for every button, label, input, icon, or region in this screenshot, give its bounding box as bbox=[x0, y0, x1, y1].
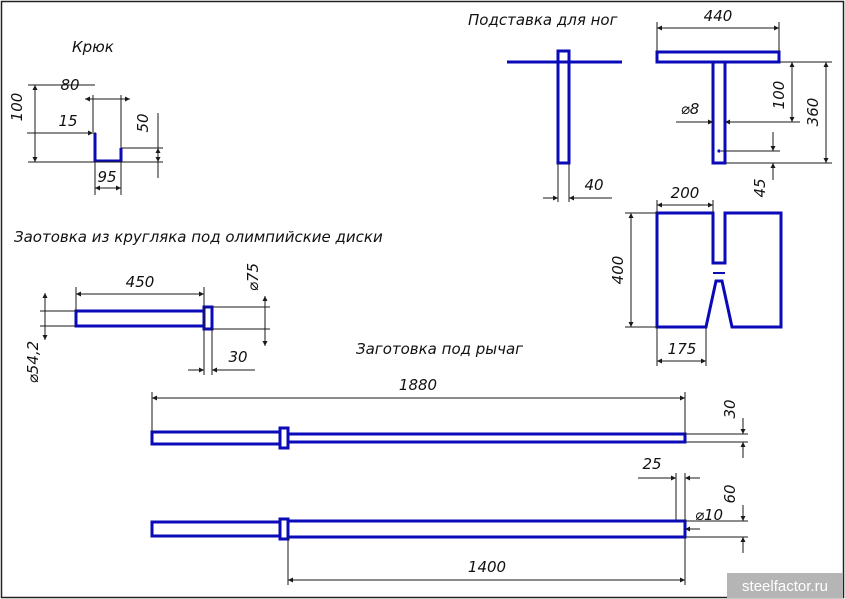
lever-dim-height: 60 bbox=[721, 484, 739, 503]
foot-rest-drawing: Подставка для ног 40 440 360 100 ⌀8 45 bbox=[468, 7, 832, 366]
hook-dim-width: 80 bbox=[60, 76, 79, 94]
hook-drawing: Крюк 100 80 15 50 95 bbox=[8, 38, 163, 195]
foot-rest-dim-plate-width: 200 bbox=[671, 184, 700, 202]
sleeve-collar bbox=[202, 305, 214, 331]
lever-upper-left-bar bbox=[150, 430, 282, 446]
sleeve-dim-bar-dia: ⌀54,2 bbox=[24, 341, 42, 383]
foot-rest-dim-plate-height: 400 bbox=[609, 256, 627, 285]
sleeve-dim-length: 450 bbox=[126, 273, 155, 291]
foot-rest-dim-pipe-dia: ⌀8 bbox=[681, 100, 700, 118]
foot-rest-dim-post: 40 bbox=[584, 176, 603, 194]
foot-rest-dim-width: 440 bbox=[704, 7, 733, 25]
olympic-sleeve-drawing: Заотовка из кругляка под олимпийские дис… bbox=[14, 228, 383, 383]
hook-dim-depth: 50 bbox=[134, 113, 152, 132]
lever-upper-right-bar bbox=[286, 432, 687, 444]
lever-blank-drawing: Заготовка под рычаг 1880 30 25 60 ⌀10 1 bbox=[150, 340, 748, 585]
lever-lower-right-bar bbox=[286, 519, 687, 539]
sleeve-dim-collar-width: 30 bbox=[228, 348, 247, 366]
foot-rest-hole bbox=[717, 149, 721, 153]
foot-rest-dim-cut-width: 175 bbox=[668, 340, 697, 358]
lever-title: Заготовка под рычаг bbox=[356, 340, 523, 358]
foot-rest-title: Подставка для ног bbox=[468, 11, 618, 29]
lever-dim-thickness: 30 bbox=[721, 399, 739, 418]
lever-dim-hole-dia: ⌀10 bbox=[695, 506, 723, 524]
foot-rest-dim-height: 360 bbox=[804, 98, 822, 127]
watermark-text: steelfactor.ru bbox=[742, 578, 828, 595]
foot-rest-front-stem bbox=[711, 60, 727, 165]
foot-rest-dim-hole-offset: 45 bbox=[751, 178, 769, 197]
lever-lower-left-bar bbox=[150, 520, 282, 538]
lever-dim-notch: 25 bbox=[642, 455, 661, 473]
foot-rest-side-post bbox=[556, 49, 571, 165]
sleeve-title: Заотовка из кругляка под олимпийские дис… bbox=[14, 228, 383, 246]
foot-rest-dim-stem: 100 bbox=[770, 81, 788, 110]
lever-dim-long-section: 1400 bbox=[468, 558, 506, 576]
hook-dim-height: 100 bbox=[8, 93, 26, 122]
hook-dim-offset: 15 bbox=[58, 112, 77, 130]
hook-title: Крюк bbox=[72, 38, 114, 56]
sleeve-dim-collar-dia: ⌀75 bbox=[244, 263, 262, 291]
hook-dim-base: 95 bbox=[97, 168, 116, 186]
hook-shape bbox=[93, 133, 123, 163]
sleeve-bar bbox=[74, 309, 206, 328]
watermark-badge bbox=[727, 573, 843, 598]
lever-dim-total-length: 1880 bbox=[399, 376, 437, 394]
foot-rest-plate bbox=[655, 211, 783, 329]
